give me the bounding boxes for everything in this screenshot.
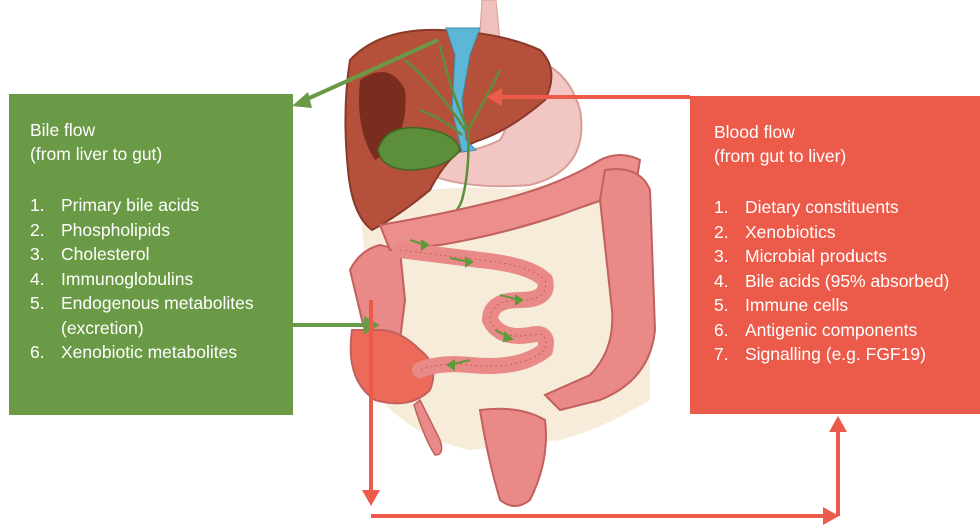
bile-constituents-list: 1.Primary bile acids 2.Phospholipids 3.C… (30, 193, 275, 365)
blood-constituents-list: 1.Dietary constituents 2.Xenobiotics 3.M… (714, 195, 970, 367)
list-item: 4.Immunoglobulins (30, 267, 275, 292)
rectum (480, 409, 546, 506)
list-item: 1.Dietary constituents (714, 195, 970, 220)
blood-flow-box: Blood flow (from gut to liver) 1.Dietary… (690, 96, 980, 414)
blood-flow-title: Blood flow (714, 120, 970, 144)
list-item: 2.Xenobiotics (714, 220, 970, 245)
list-item: 7.Signalling (e.g. FGF19) (714, 342, 970, 367)
list-item: 4.Bile acids (95% absorbed) (714, 269, 970, 294)
list-item: 2.Phospholipids (30, 218, 275, 243)
list-item: 6.Antigenic components (714, 318, 970, 343)
list-item: 6.Xenobiotic metabolites (30, 340, 275, 365)
list-item: 3.Microbial products (714, 244, 970, 269)
bile-flow-title: Bile flow (30, 118, 275, 142)
list-item: 5.Endogenous metabolites (excretion) (30, 291, 275, 340)
blood-flow-subtitle: (from gut to liver) (714, 144, 970, 168)
list-item: 3.Cholesterol (30, 242, 275, 267)
list-item: 1.Primary bile acids (30, 193, 275, 218)
bile-flow-box: Bile flow (from liver to gut) 1.Primary … (9, 94, 293, 415)
list-item: 5.Immune cells (714, 293, 970, 318)
bile-flow-subtitle: (from liver to gut) (30, 142, 275, 166)
